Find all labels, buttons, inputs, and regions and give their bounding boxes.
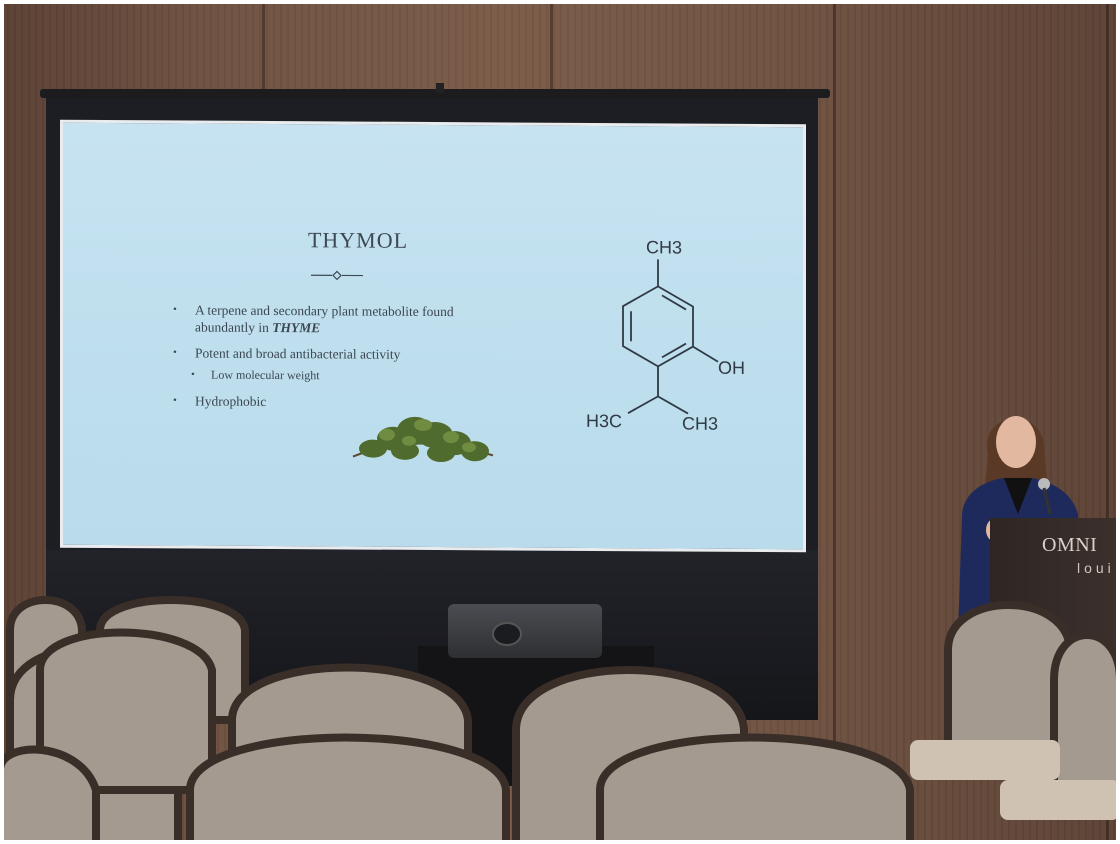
methyl-label-top: CH3 xyxy=(646,237,682,257)
projector-lens xyxy=(492,622,522,646)
screen-hook xyxy=(436,83,444,93)
title-divider-icon xyxy=(311,270,363,281)
podium-logo-sub: loui xyxy=(1077,560,1115,576)
thyme-sprig-image xyxy=(352,416,494,463)
methyl-label-right: CH3 xyxy=(682,414,718,434)
hydroxyl-label: OH xyxy=(718,358,745,378)
wall-seam xyxy=(833,0,836,844)
slide-title: THYMOL xyxy=(307,227,409,253)
bullet-item: Potent and broad antibacterial activity xyxy=(173,344,503,363)
screen-top-bar xyxy=(40,89,830,98)
audience-chairs xyxy=(0,596,1120,844)
bullet-emphasis: THYME xyxy=(272,320,321,336)
podium-logo: OMNI xyxy=(1042,534,1098,556)
projector xyxy=(448,604,602,658)
methyl-label-left: H3C xyxy=(586,411,622,431)
sub-bullet-item: Low molecular weight xyxy=(173,366,503,385)
wall-seam xyxy=(1106,0,1109,844)
slide-bullet-list: A terpene and secondary plant metabolite… xyxy=(173,301,503,420)
thymol-structure-diagram: CH3 OH H3C CH3 xyxy=(586,237,745,434)
presentation-slide: THYMOL A terpene and secondary plant met… xyxy=(60,119,806,553)
bullet-item: A terpene and secondary plant metabolite… xyxy=(173,301,503,337)
